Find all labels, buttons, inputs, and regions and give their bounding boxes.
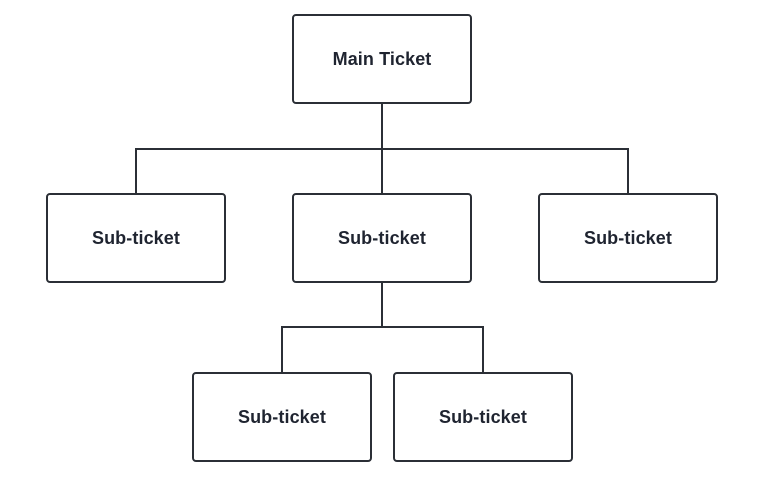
- sub-ticket-node-bottom-left[interactable]: Sub-ticket: [192, 372, 372, 462]
- sub-ticket-label: Sub-ticket: [583, 227, 672, 248]
- main-ticket-node[interactable]: Main Ticket: [292, 14, 472, 104]
- sub-ticket-node-right[interactable]: Sub-ticket: [538, 193, 718, 283]
- sub-ticket-label: Sub-ticket: [237, 406, 326, 427]
- sub-ticket-label: Sub-ticket: [91, 227, 180, 248]
- sub-ticket-node-left[interactable]: Sub-ticket: [46, 193, 226, 283]
- sub-ticket-label: Sub-ticket: [438, 406, 527, 427]
- sub-ticket-node-bottom-right[interactable]: Sub-ticket: [393, 372, 573, 462]
- main-ticket-label: Main Ticket: [332, 48, 432, 69]
- sub-ticket-label: Sub-ticket: [337, 227, 426, 248]
- sub-ticket-node-middle[interactable]: Sub-ticket: [292, 193, 472, 283]
